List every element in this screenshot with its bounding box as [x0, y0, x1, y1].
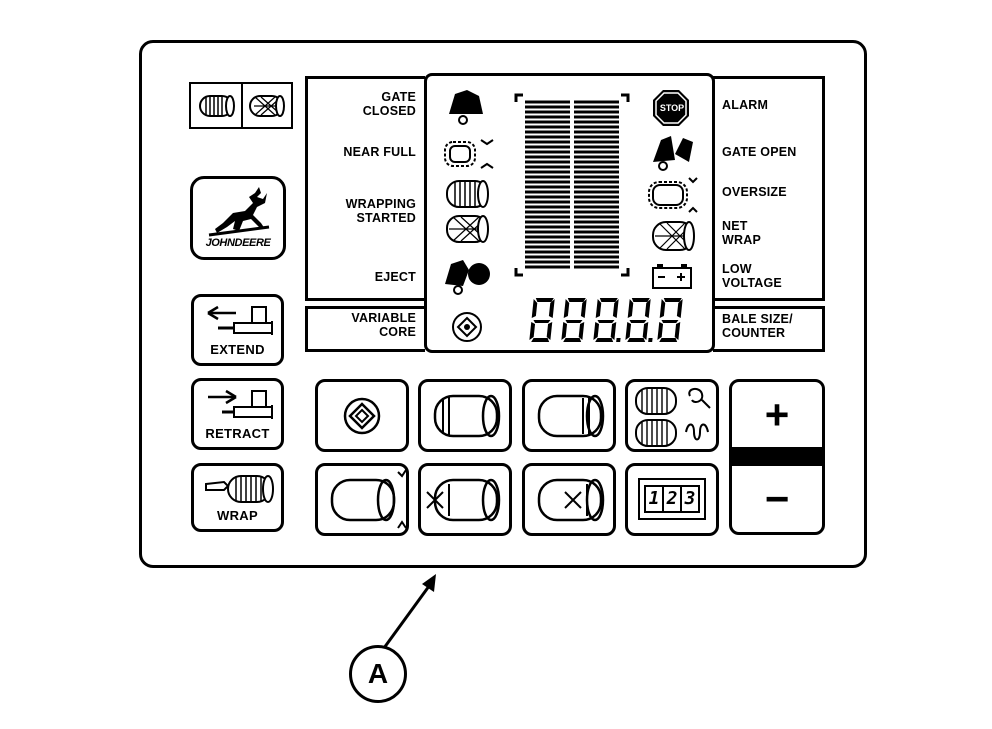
label-oversize: OVERSIZE [722, 185, 787, 199]
twine-net-wraps-icon [635, 387, 711, 447]
extend-cylinder-icon [207, 305, 273, 335]
label-near-full: NEAR FULL [343, 145, 416, 159]
low-voltage-battery-icon [652, 264, 692, 289]
callout-circle: A [349, 645, 407, 703]
variable-core-button[interactable] [315, 379, 409, 452]
wrap-type-indicator [189, 82, 293, 129]
counter-digit-3: 3 [684, 488, 696, 509]
counter-digit-2: 2 [664, 487, 682, 511]
near-full-icon [444, 139, 494, 169]
stop-sign-text: STOP [659, 103, 685, 113]
twine-roll-icon [199, 95, 235, 117]
label-eject: EJECT [374, 270, 416, 284]
variable-core-icon [452, 312, 482, 342]
plus-label: + [764, 391, 790, 438]
minus-label: − [764, 475, 790, 522]
oversize-bale-icon [330, 469, 407, 529]
wrap-settings-button[interactable] [625, 379, 719, 452]
deer-icon [208, 187, 270, 237]
twine-wrapping-icon [446, 180, 489, 208]
left-label-bracket [305, 76, 425, 301]
plus-minus-divider [729, 447, 825, 465]
counter-display-frame: 1 2 3 [638, 478, 706, 520]
bale-size-bar-graph [514, 93, 630, 277]
core-out-button[interactable] [522, 463, 616, 536]
oversize-icon [648, 177, 698, 213]
callout-arrow [382, 574, 436, 649]
net-roll-icon [249, 95, 285, 117]
right-label-bracket [713, 76, 825, 301]
label-net-wrap: NET WRAP [722, 219, 761, 247]
logo-text: JOHNDEERE [205, 237, 271, 249]
gate-open-icon [653, 136, 693, 171]
readout-digit [657, 298, 683, 342]
john-deere-logo: JOHNDEERE [190, 176, 286, 260]
stop-alarm-icon [653, 90, 689, 126]
net-wrap-icon [652, 221, 695, 251]
wrap-hand-icon [205, 475, 274, 503]
counter-button[interactable]: 1 2 3 [625, 463, 719, 536]
readout-digit [529, 298, 555, 342]
label-alarm: ALARM [722, 98, 769, 112]
label-bale-size-counter: BALE SIZE/ COUNTER [722, 312, 793, 340]
readout-digit [625, 298, 653, 342]
lcd-display: STOP 88888 [424, 73, 715, 353]
core-in-button[interactable] [418, 463, 512, 536]
core-inward-icon [426, 478, 501, 522]
readout-digit [561, 298, 587, 342]
wrap-label: WRAP [217, 508, 258, 523]
label-gate-open: GATE OPEN [722, 145, 797, 159]
retract-cylinder-icon [208, 389, 273, 419]
counter-inner: 1 2 3 [644, 485, 700, 513]
bale-shape-icon [433, 394, 501, 438]
extend-label: EXTEND [210, 342, 265, 357]
core-diameter-button[interactable] [522, 379, 616, 452]
label-variable-core: VARIABLE CORE [351, 311, 416, 339]
readout-digit [593, 298, 621, 342]
oversize-setting-button[interactable] [315, 463, 409, 536]
right-counter-bracket [713, 306, 825, 352]
label-wrapping-started: WRAPPING STARTED [345, 197, 416, 225]
increase-button[interactable]: + [729, 379, 825, 451]
eject-icon [445, 260, 490, 295]
bale-core-icon [537, 394, 605, 438]
label-gate-closed: GATE CLOSED [362, 90, 416, 118]
callout-letter: A [367, 658, 389, 689]
decrease-button[interactable]: − [729, 463, 825, 535]
retract-label: RETRACT [205, 426, 270, 441]
core-outward-icon [537, 478, 605, 522]
gate-closed-icon [449, 90, 483, 125]
retract-button[interactable]: RETRACT [191, 378, 284, 450]
label-low-voltage: LOW VOLTAGE [722, 262, 782, 290]
variable-core-icon [343, 397, 381, 435]
net-wrapping-icon [446, 215, 489, 243]
left-core-bracket [305, 306, 425, 352]
digital-readout [529, 298, 683, 342]
bale-diameter-button[interactable] [418, 379, 512, 452]
wrap-button[interactable]: WRAP [191, 463, 284, 532]
extend-button[interactable]: EXTEND [191, 294, 284, 366]
counter-digit-1: 1 [646, 487, 664, 511]
